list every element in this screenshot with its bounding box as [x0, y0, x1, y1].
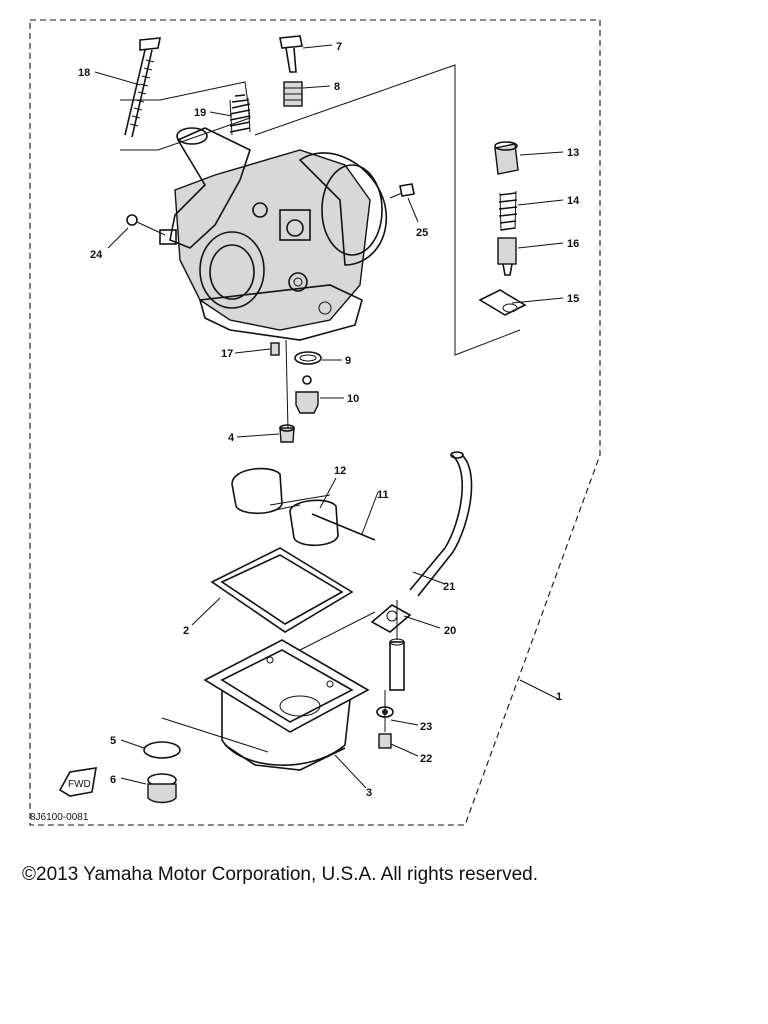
- part-6-drain-plug: [147, 773, 177, 804]
- drain-pipe: [389, 638, 405, 691]
- fwd-arrow-icon: FWD: [58, 767, 97, 797]
- part-16-plunger: [497, 237, 517, 276]
- callout-2: 2: [183, 625, 189, 637]
- callout-18: 18: [78, 67, 90, 79]
- callout-8: 8: [334, 81, 340, 93]
- callout-23: 23: [420, 721, 432, 733]
- part-9-o-ring: [294, 351, 322, 365]
- part-12-float: [231, 467, 339, 547]
- callout-21: 21: [443, 581, 455, 593]
- callout-25: 25: [416, 227, 428, 239]
- part-3-float-bowl: [203, 639, 370, 771]
- part-4-main-jet: [279, 424, 295, 443]
- callout-9: 9: [345, 355, 351, 367]
- callout-5: 5: [110, 735, 116, 747]
- part-2-gasket: [210, 547, 354, 633]
- callout-3: 3: [366, 787, 372, 799]
- callout-15: 15: [567, 293, 579, 305]
- part-22-screw: [378, 733, 392, 749]
- part-25-screw: [389, 183, 415, 199]
- callout-4: 4: [228, 432, 235, 444]
- fwd-label: FWD: [68, 779, 91, 790]
- diagram-code: 8J6100-0081: [30, 812, 89, 823]
- callout-20: 20: [444, 625, 456, 637]
- part-24-screw: [126, 214, 177, 245]
- part-13-cap: [494, 141, 519, 175]
- part-20-bracket: [370, 604, 412, 633]
- part-10-valve-seat: [295, 375, 319, 414]
- callout-10: 10: [347, 393, 359, 405]
- callout-16: 16: [567, 238, 579, 250]
- part-8-spring: [283, 81, 303, 107]
- callout-6: 6: [110, 774, 116, 786]
- part-21-overflow-tube: [409, 451, 473, 597]
- callout-22: 22: [420, 753, 432, 765]
- part-14-spring: [498, 190, 518, 232]
- assembly-boundary: [29, 19, 601, 826]
- part-5-o-ring: [143, 741, 181, 759]
- callout-1: 1: [556, 691, 562, 703]
- callout-leaders: [94, 44, 564, 789]
- carburetor-body: [169, 127, 388, 341]
- part-17-jet: [270, 342, 280, 356]
- callout-24: 24: [90, 249, 103, 261]
- callout-11: 11: [377, 489, 389, 501]
- part-7-screw: [279, 35, 303, 73]
- callout-13: 13: [567, 147, 579, 159]
- copyright-notice: ©2013 Yamaha Motor Corporation, U.S.A. A…: [22, 864, 538, 885]
- callout-14: 14: [567, 195, 580, 207]
- carburetor-exploded-diagram: FWD 8J6100-0081 18 7 8 19 13 14: [29, 19, 601, 826]
- part-11-float-pin: [311, 513, 376, 541]
- callout-12: 12: [334, 465, 346, 477]
- callout-19: 19: [194, 107, 206, 119]
- part-15-plate: [478, 289, 527, 316]
- callout-7: 7: [336, 41, 342, 53]
- part-18-long-screw: [124, 37, 161, 138]
- part-19-spring: [229, 94, 251, 136]
- callout-17: 17: [221, 348, 233, 360]
